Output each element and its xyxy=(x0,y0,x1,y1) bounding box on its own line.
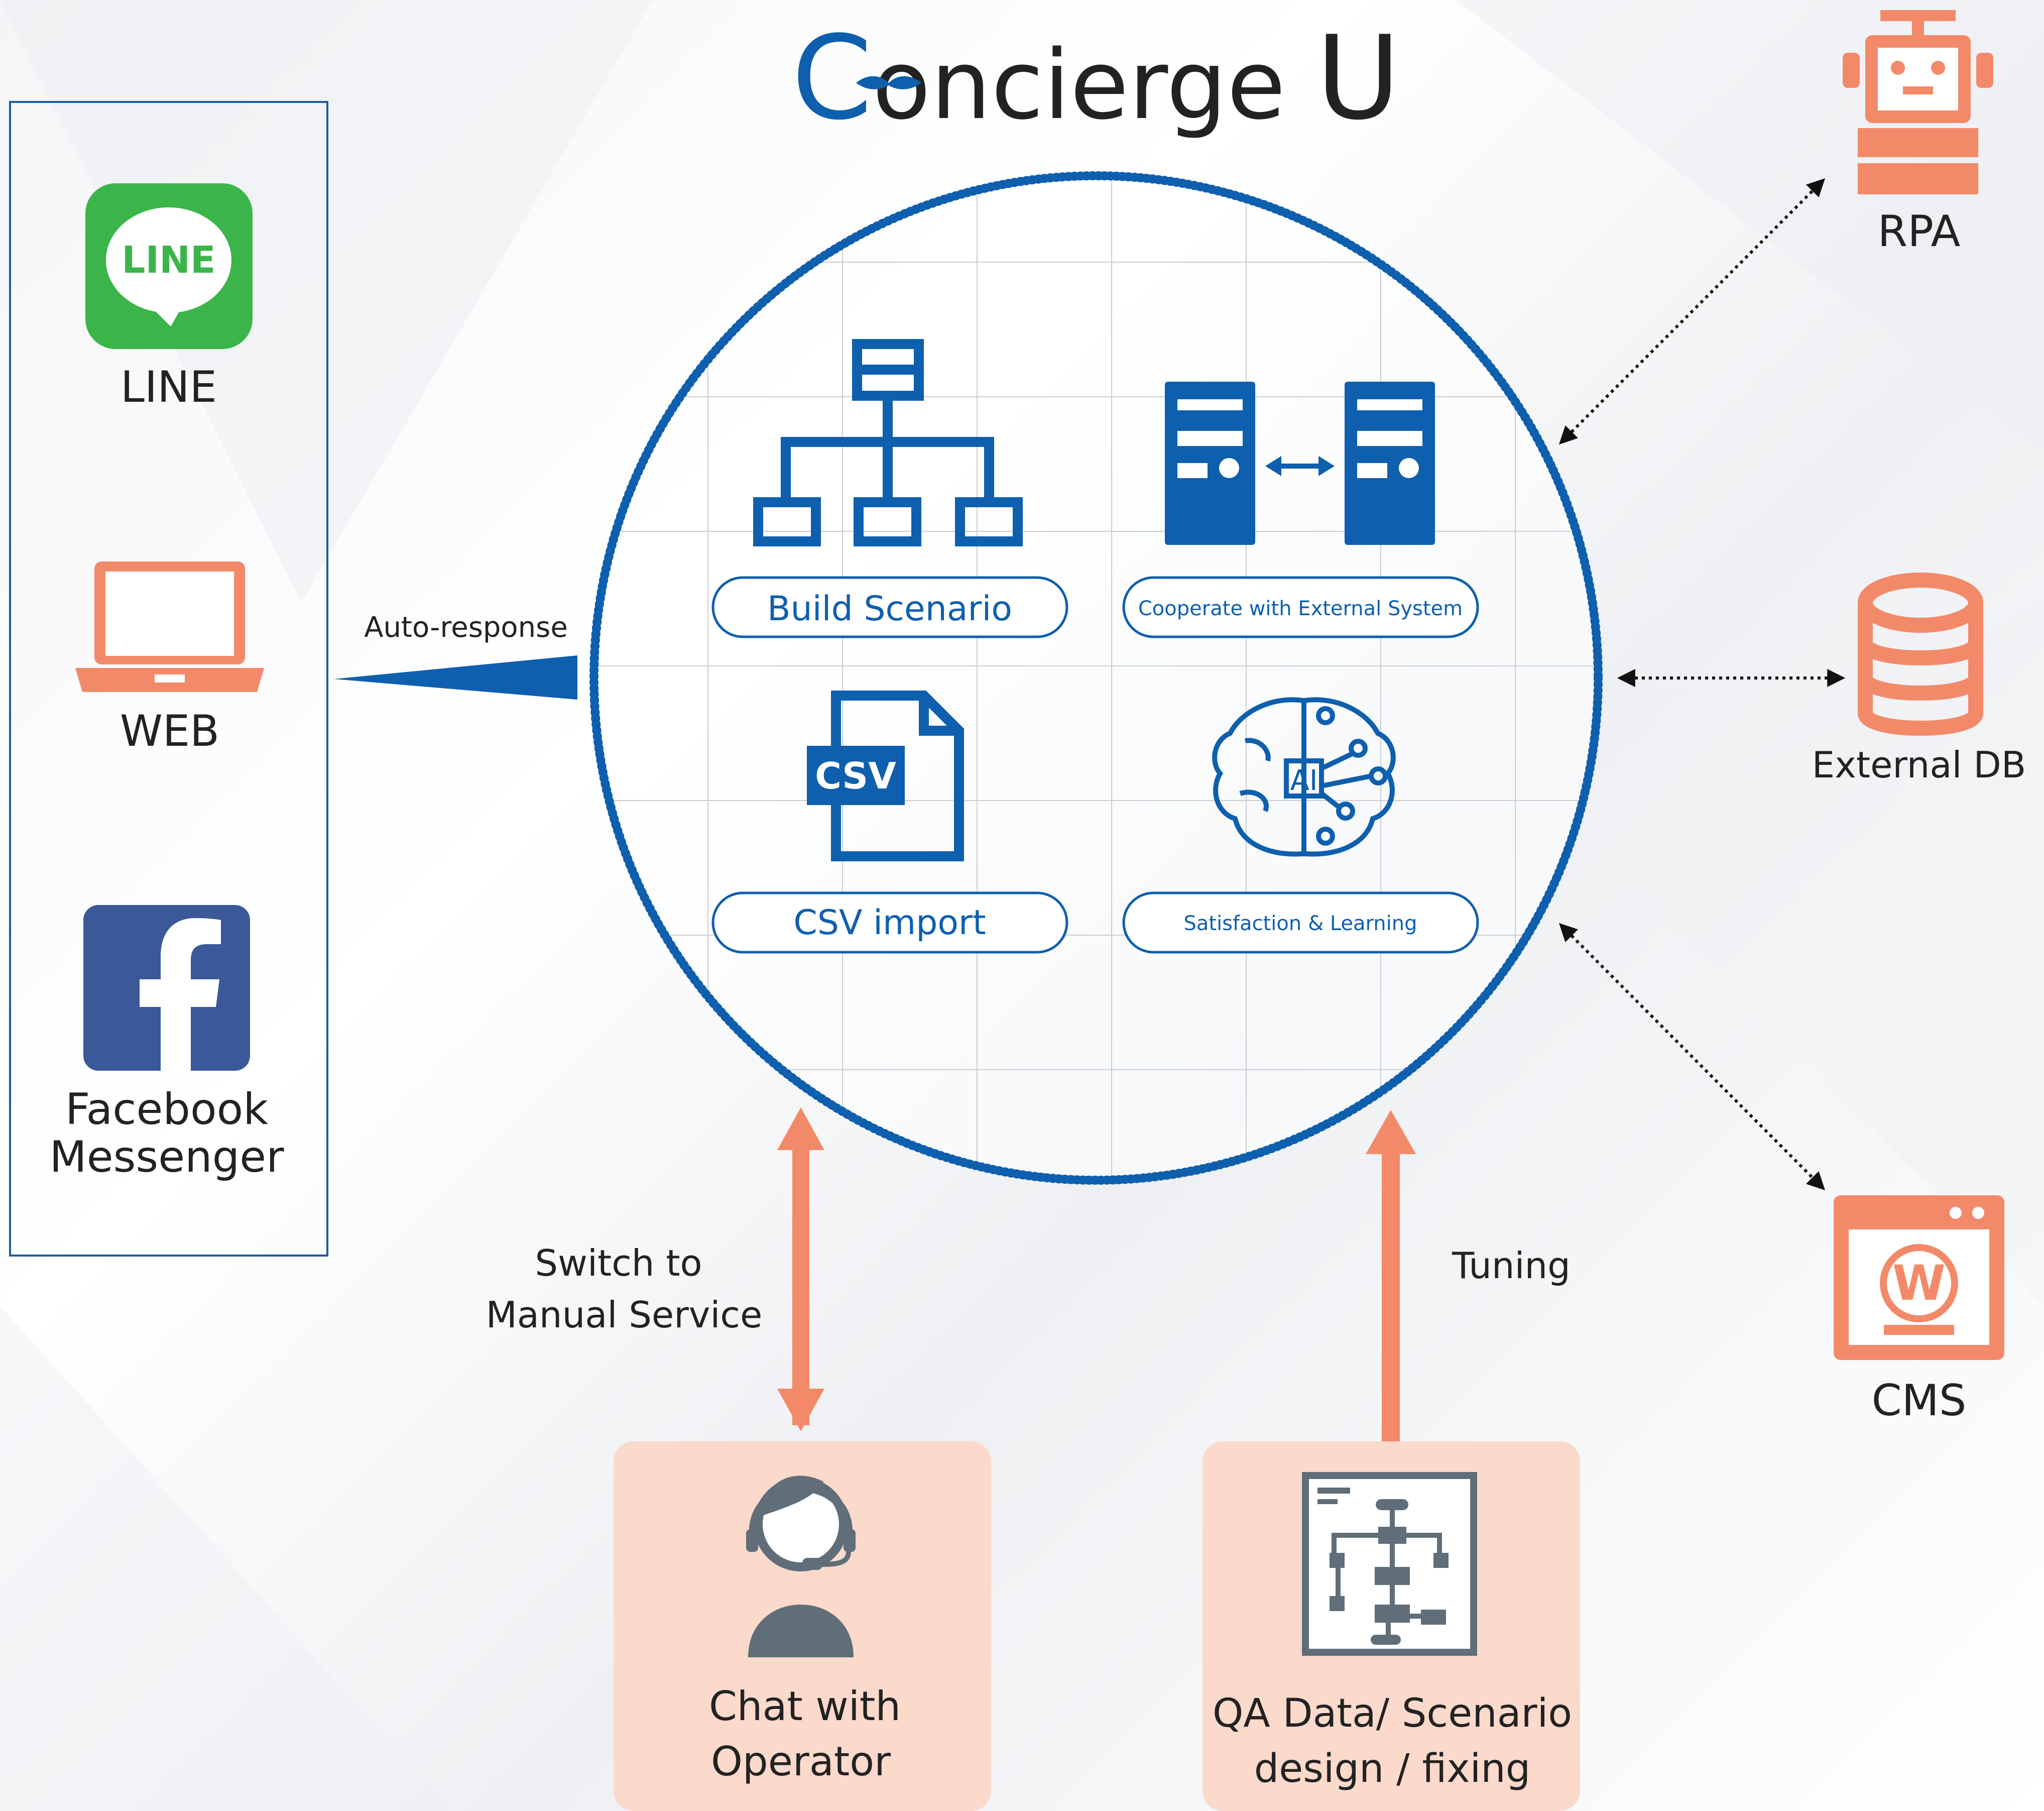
csv-import-pill[interactable] xyxy=(711,891,1068,954)
rpa-label: RPA xyxy=(1878,206,1961,257)
flowchart-document-icon xyxy=(1302,1472,1477,1656)
mustache-icon xyxy=(856,76,921,89)
svg-text:Concierge U: Concierge U xyxy=(792,12,1400,146)
external-db-label: External DB xyxy=(1812,744,2026,786)
line-badge-text: LINE xyxy=(122,239,215,282)
cooperate-label: Cooperate with External System xyxy=(1138,597,1463,620)
csv-file-icon: CSV xyxy=(807,691,964,861)
wordpress-cms-icon: W xyxy=(1834,1195,2004,1360)
manual-service-arrow xyxy=(777,1107,824,1431)
svg-text:W: W xyxy=(1892,1255,1946,1311)
concierge-u-logo: Concierge U xyxy=(792,12,1400,146)
laptop-icon[interactable] xyxy=(75,561,264,692)
database-icon xyxy=(1858,573,1983,736)
csv-import-label: CSV import xyxy=(793,903,986,943)
build-scenario-pill[interactable] xyxy=(711,576,1068,638)
auto-response-wedge xyxy=(334,655,577,700)
servers-icon xyxy=(1165,382,1435,545)
tuning-arrow xyxy=(1366,1110,1416,1444)
channels-panel xyxy=(9,101,328,1257)
auto-response-label: Auto-response xyxy=(364,611,568,644)
satisfaction-pill[interactable] xyxy=(1122,891,1479,954)
build-scenario-label: Build Scenario xyxy=(767,589,1012,629)
robot-face xyxy=(1878,48,1958,110)
chat-label-line2: Operator xyxy=(711,1738,891,1785)
facebook-icon[interactable] xyxy=(83,905,250,1071)
chat-label-line1: Chat with xyxy=(709,1683,901,1730)
qa-label-line1: QA Data/ Scenario xyxy=(1213,1691,1572,1736)
cooperate-pill[interactable] xyxy=(1122,576,1479,638)
switch-label-line1: Switch to xyxy=(535,1242,702,1284)
tuning-label: Tuning xyxy=(1452,1244,1571,1287)
qa-label-line2: design / fixing xyxy=(1254,1746,1531,1791)
hierarchy-icon xyxy=(753,339,1023,546)
line-label: LINE xyxy=(121,362,217,412)
cms-label: CMS xyxy=(1872,1376,1967,1426)
feature-circle xyxy=(589,171,1603,1185)
switch-label-line2: Manual Service xyxy=(486,1294,763,1336)
line-app-icon[interactable]: LINE xyxy=(85,183,253,349)
ai-badge-text: AI xyxy=(1290,764,1318,797)
ai-brain-icon xyxy=(1212,697,1396,857)
facebook-label-line1: Facebook xyxy=(65,1084,268,1135)
web-label: WEB xyxy=(120,706,219,756)
rpa-connector xyxy=(1558,178,1826,445)
csv-badge-text: CSV xyxy=(815,755,896,797)
satisfaction-label: Satisfaction & Learning xyxy=(1183,912,1417,935)
operator-headset-icon xyxy=(746,1476,856,1657)
cms-connector xyxy=(1558,923,1826,1191)
facebook-label-line2: Messenger xyxy=(50,1132,285,1182)
